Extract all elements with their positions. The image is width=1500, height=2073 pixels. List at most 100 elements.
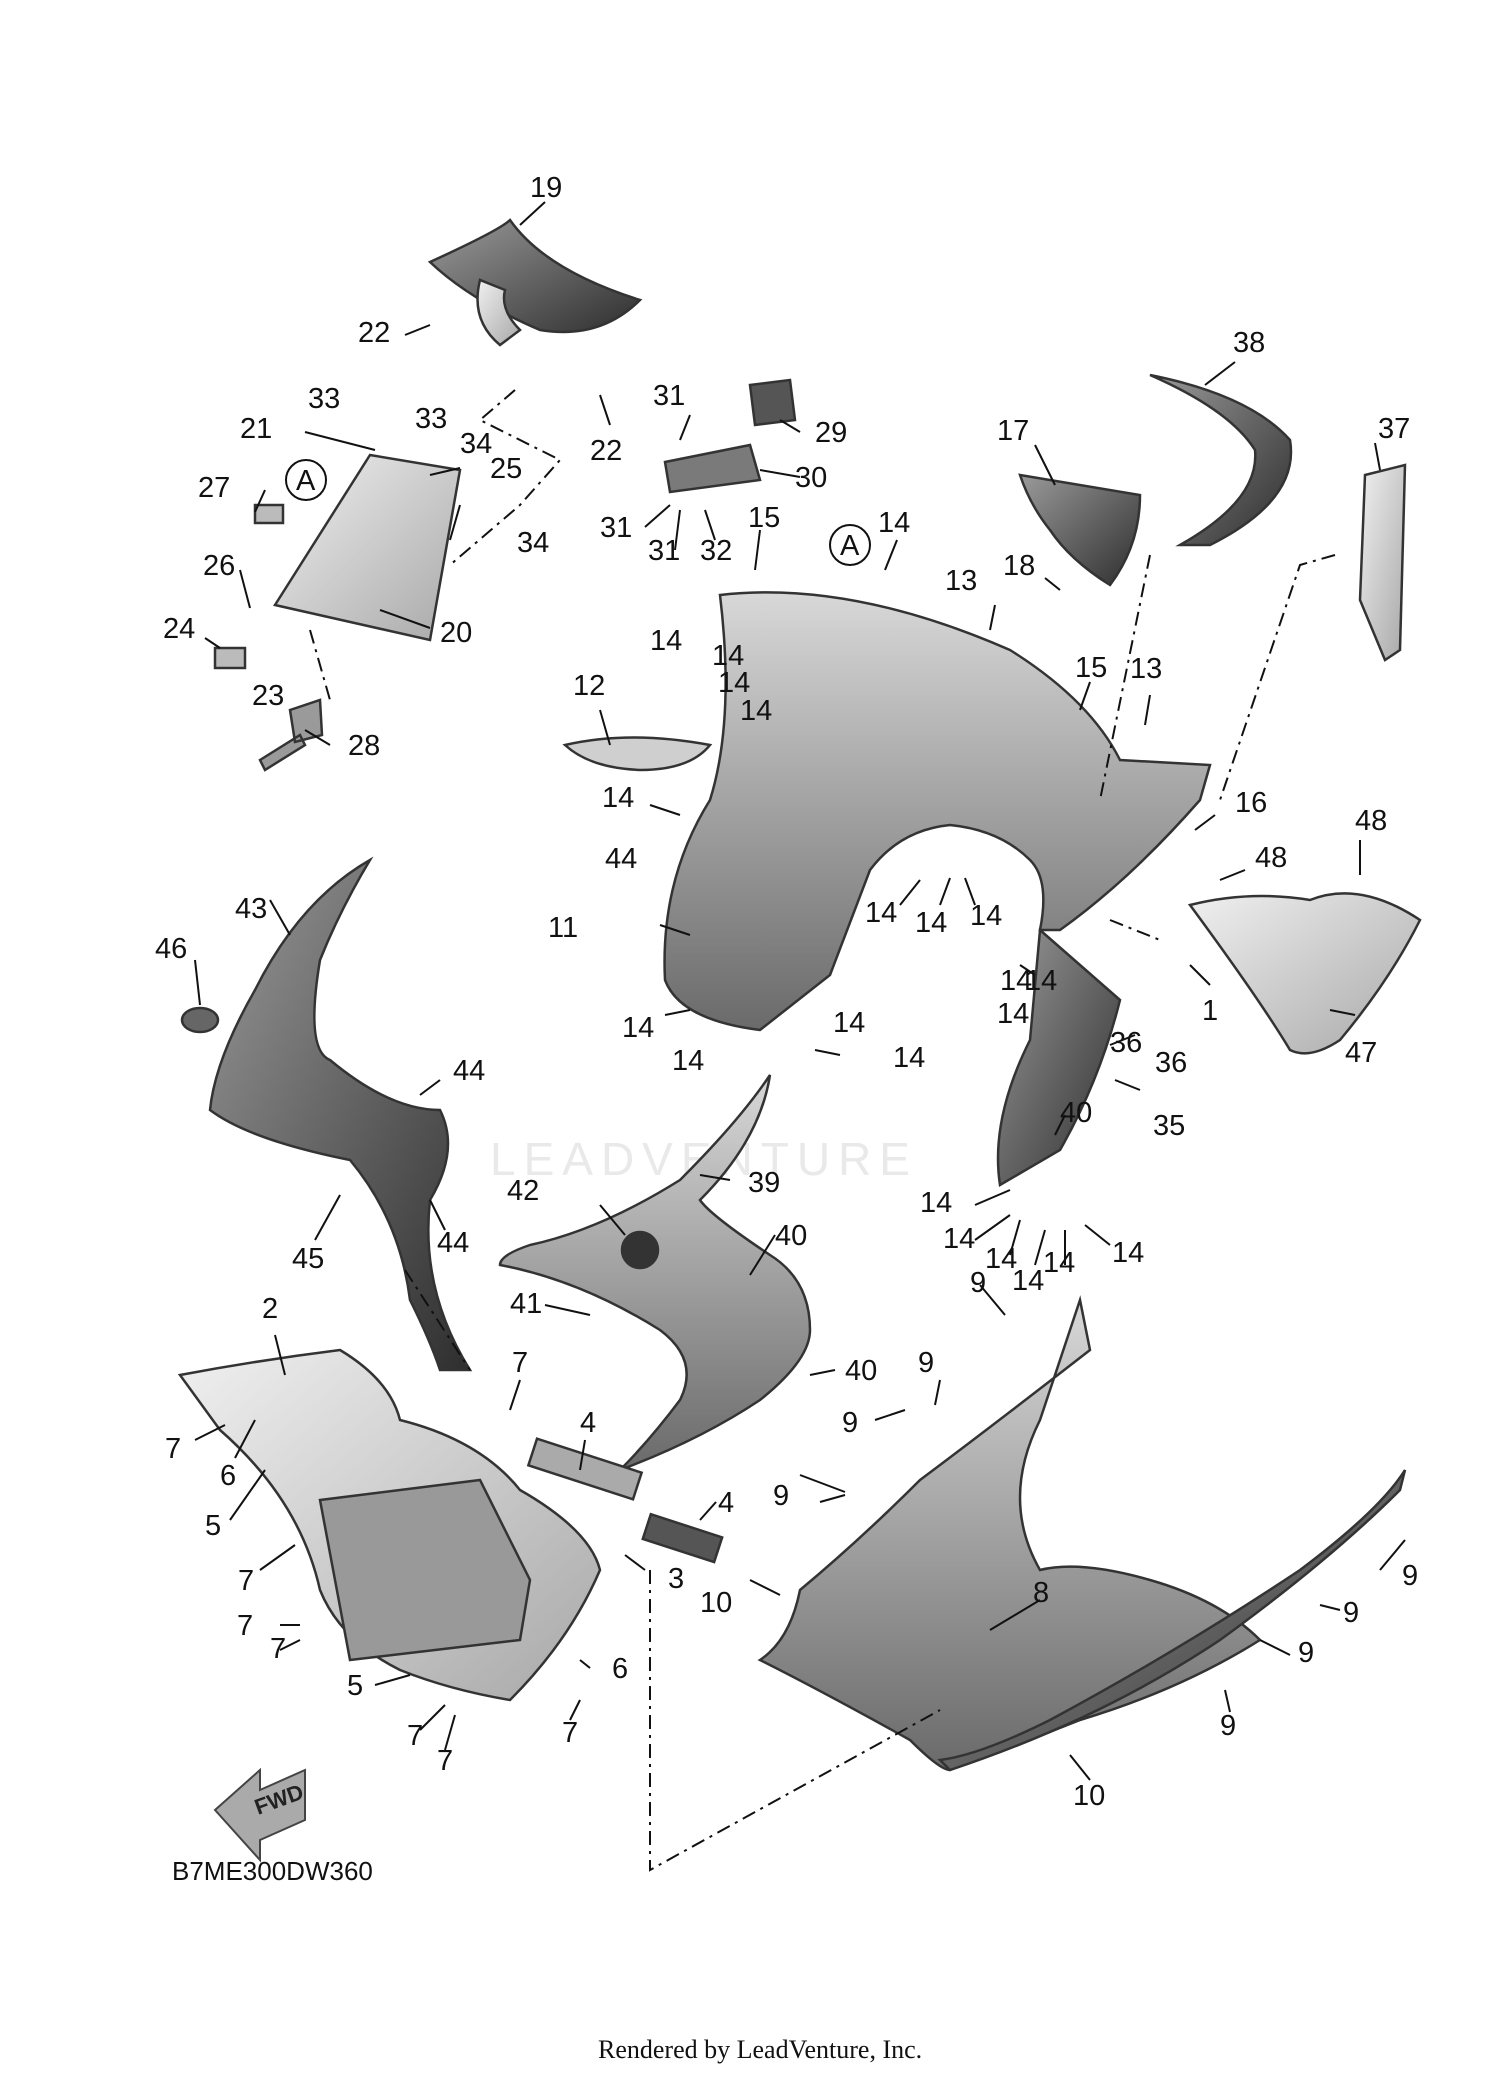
- callout-9: 9: [1220, 1710, 1236, 1742]
- callout-1: 1: [1202, 995, 1218, 1027]
- callout-9: 9: [1343, 1597, 1359, 1629]
- part-4-reflector-a: [526, 1437, 644, 1501]
- part-38-trim: [1149, 373, 1293, 547]
- part-4-reflector-b: [641, 1512, 724, 1564]
- part-47-panel: [1187, 892, 1422, 1055]
- callout-14: 14: [985, 1243, 1017, 1275]
- callout-14: 14: [1025, 965, 1057, 997]
- callout-26: 26: [203, 550, 235, 582]
- callout-21: 21: [240, 413, 272, 445]
- callout-42: 42: [507, 1175, 539, 1207]
- part-11-lower-leg: [996, 927, 1122, 1188]
- callout-25: 25: [490, 453, 522, 485]
- callout-6: 6: [220, 1460, 236, 1492]
- callout-14: 14: [893, 1042, 925, 1074]
- callout-8: 8: [1033, 1577, 1049, 1609]
- callout-18: 18: [1003, 550, 1035, 582]
- part-43-side-cowl: [208, 856, 473, 1372]
- leader-lines: [194, 201, 1406, 1781]
- part-20-glovebox: [272, 453, 462, 642]
- part-30-bracket: [663, 443, 762, 494]
- callout-36: 36: [1110, 1027, 1142, 1059]
- part-12-garnish: [562, 736, 713, 772]
- callout-34: 34: [460, 428, 492, 460]
- callout-10: 10: [1073, 1780, 1105, 1812]
- part-29-unit: [748, 378, 797, 427]
- callout-19: 19: [530, 172, 562, 204]
- callout-47: 47: [1345, 1037, 1377, 1069]
- connector-28: [309, 629, 331, 701]
- callout-15: 15: [1075, 652, 1107, 684]
- callout-32: 32: [700, 535, 732, 567]
- callout-40: 40: [845, 1355, 877, 1387]
- callout-10: 10: [700, 1587, 732, 1619]
- callout-14: 14: [672, 1045, 704, 1077]
- callout-7: 7: [238, 1565, 254, 1597]
- footer-credit: Rendered by LeadVenture, Inc.: [598, 2035, 922, 2064]
- callout-24: 24: [163, 613, 195, 645]
- callout-14: 14: [1112, 1237, 1144, 1269]
- diagram-code: B7ME300DW360: [172, 1856, 373, 1886]
- part-2-grille: [318, 1478, 532, 1662]
- callout-23: 23: [252, 680, 284, 712]
- callout-7: 7: [562, 1717, 578, 1749]
- callouts: 19 22 22 31 29 30 31 31 32 33 33 21 34 2…: [155, 172, 1418, 1812]
- callout-35: 35: [1153, 1110, 1185, 1142]
- callout-29: 29: [815, 417, 847, 449]
- svg-text:A: A: [296, 465, 316, 497]
- callout-3: 3: [668, 1563, 684, 1595]
- connector-43-to-3: [404, 1269, 471, 1371]
- callout-9: 9: [842, 1407, 858, 1439]
- callout-37: 37: [1378, 413, 1410, 445]
- callout-7: 7: [165, 1433, 181, 1465]
- callout-14: 14: [833, 1007, 865, 1039]
- connector-19-to-20: [449, 389, 562, 566]
- callout-7: 7: [237, 1610, 253, 1642]
- callout-14: 14: [878, 507, 910, 539]
- callout-28: 28: [348, 730, 380, 762]
- callout-36: 36: [1155, 1047, 1187, 1079]
- part-19-windscreen: [427, 218, 643, 334]
- callout-9: 9: [773, 1480, 789, 1512]
- callout-20: 20: [440, 617, 472, 649]
- callout-31: 31: [600, 512, 632, 544]
- callout-46: 46: [155, 933, 187, 965]
- callout-6: 6: [612, 1653, 628, 1685]
- callout-39: 39: [748, 1167, 780, 1199]
- callout-12: 12: [573, 670, 605, 702]
- callout-40: 40: [1060, 1097, 1092, 1129]
- callout-14: 14: [740, 695, 772, 727]
- callout-34: 34: [517, 527, 549, 559]
- callout-16: 16: [1235, 787, 1267, 819]
- callout-44: 44: [605, 843, 637, 875]
- connector-37: [1219, 554, 1336, 801]
- callout-9: 9: [1402, 1560, 1418, 1592]
- callout-27: 27: [198, 472, 230, 504]
- callout-7: 7: [270, 1633, 286, 1665]
- callout-9: 9: [970, 1267, 986, 1299]
- callout-48: 48: [1355, 805, 1387, 837]
- part-11-inner-panel: [663, 591, 1212, 1032]
- callout-40: 40: [775, 1220, 807, 1252]
- callout-2: 2: [262, 1293, 278, 1325]
- callout-5: 5: [205, 1510, 221, 1542]
- callout-45: 45: [292, 1243, 324, 1275]
- svg-text:A: A: [840, 530, 860, 562]
- part-24-clip: [213, 646, 247, 670]
- callout-48: 48: [1255, 842, 1287, 874]
- callout-41: 41: [510, 1288, 542, 1320]
- callout-14: 14: [865, 897, 897, 929]
- part-19-bracket: [476, 278, 522, 347]
- callout-14: 14: [1000, 965, 1032, 997]
- callout-14: 14: [1043, 1247, 1075, 1279]
- callout-7: 7: [407, 1720, 423, 1752]
- callout-9: 9: [918, 1347, 934, 1379]
- callout-30: 30: [795, 462, 827, 494]
- callout-14: 14: [712, 640, 744, 672]
- part-39-front-panel: [498, 1074, 812, 1472]
- ref-marker-a-left: A: [285, 459, 327, 501]
- callout-7: 7: [437, 1745, 453, 1777]
- callout-31: 31: [648, 535, 680, 567]
- connector-38: [1099, 554, 1151, 801]
